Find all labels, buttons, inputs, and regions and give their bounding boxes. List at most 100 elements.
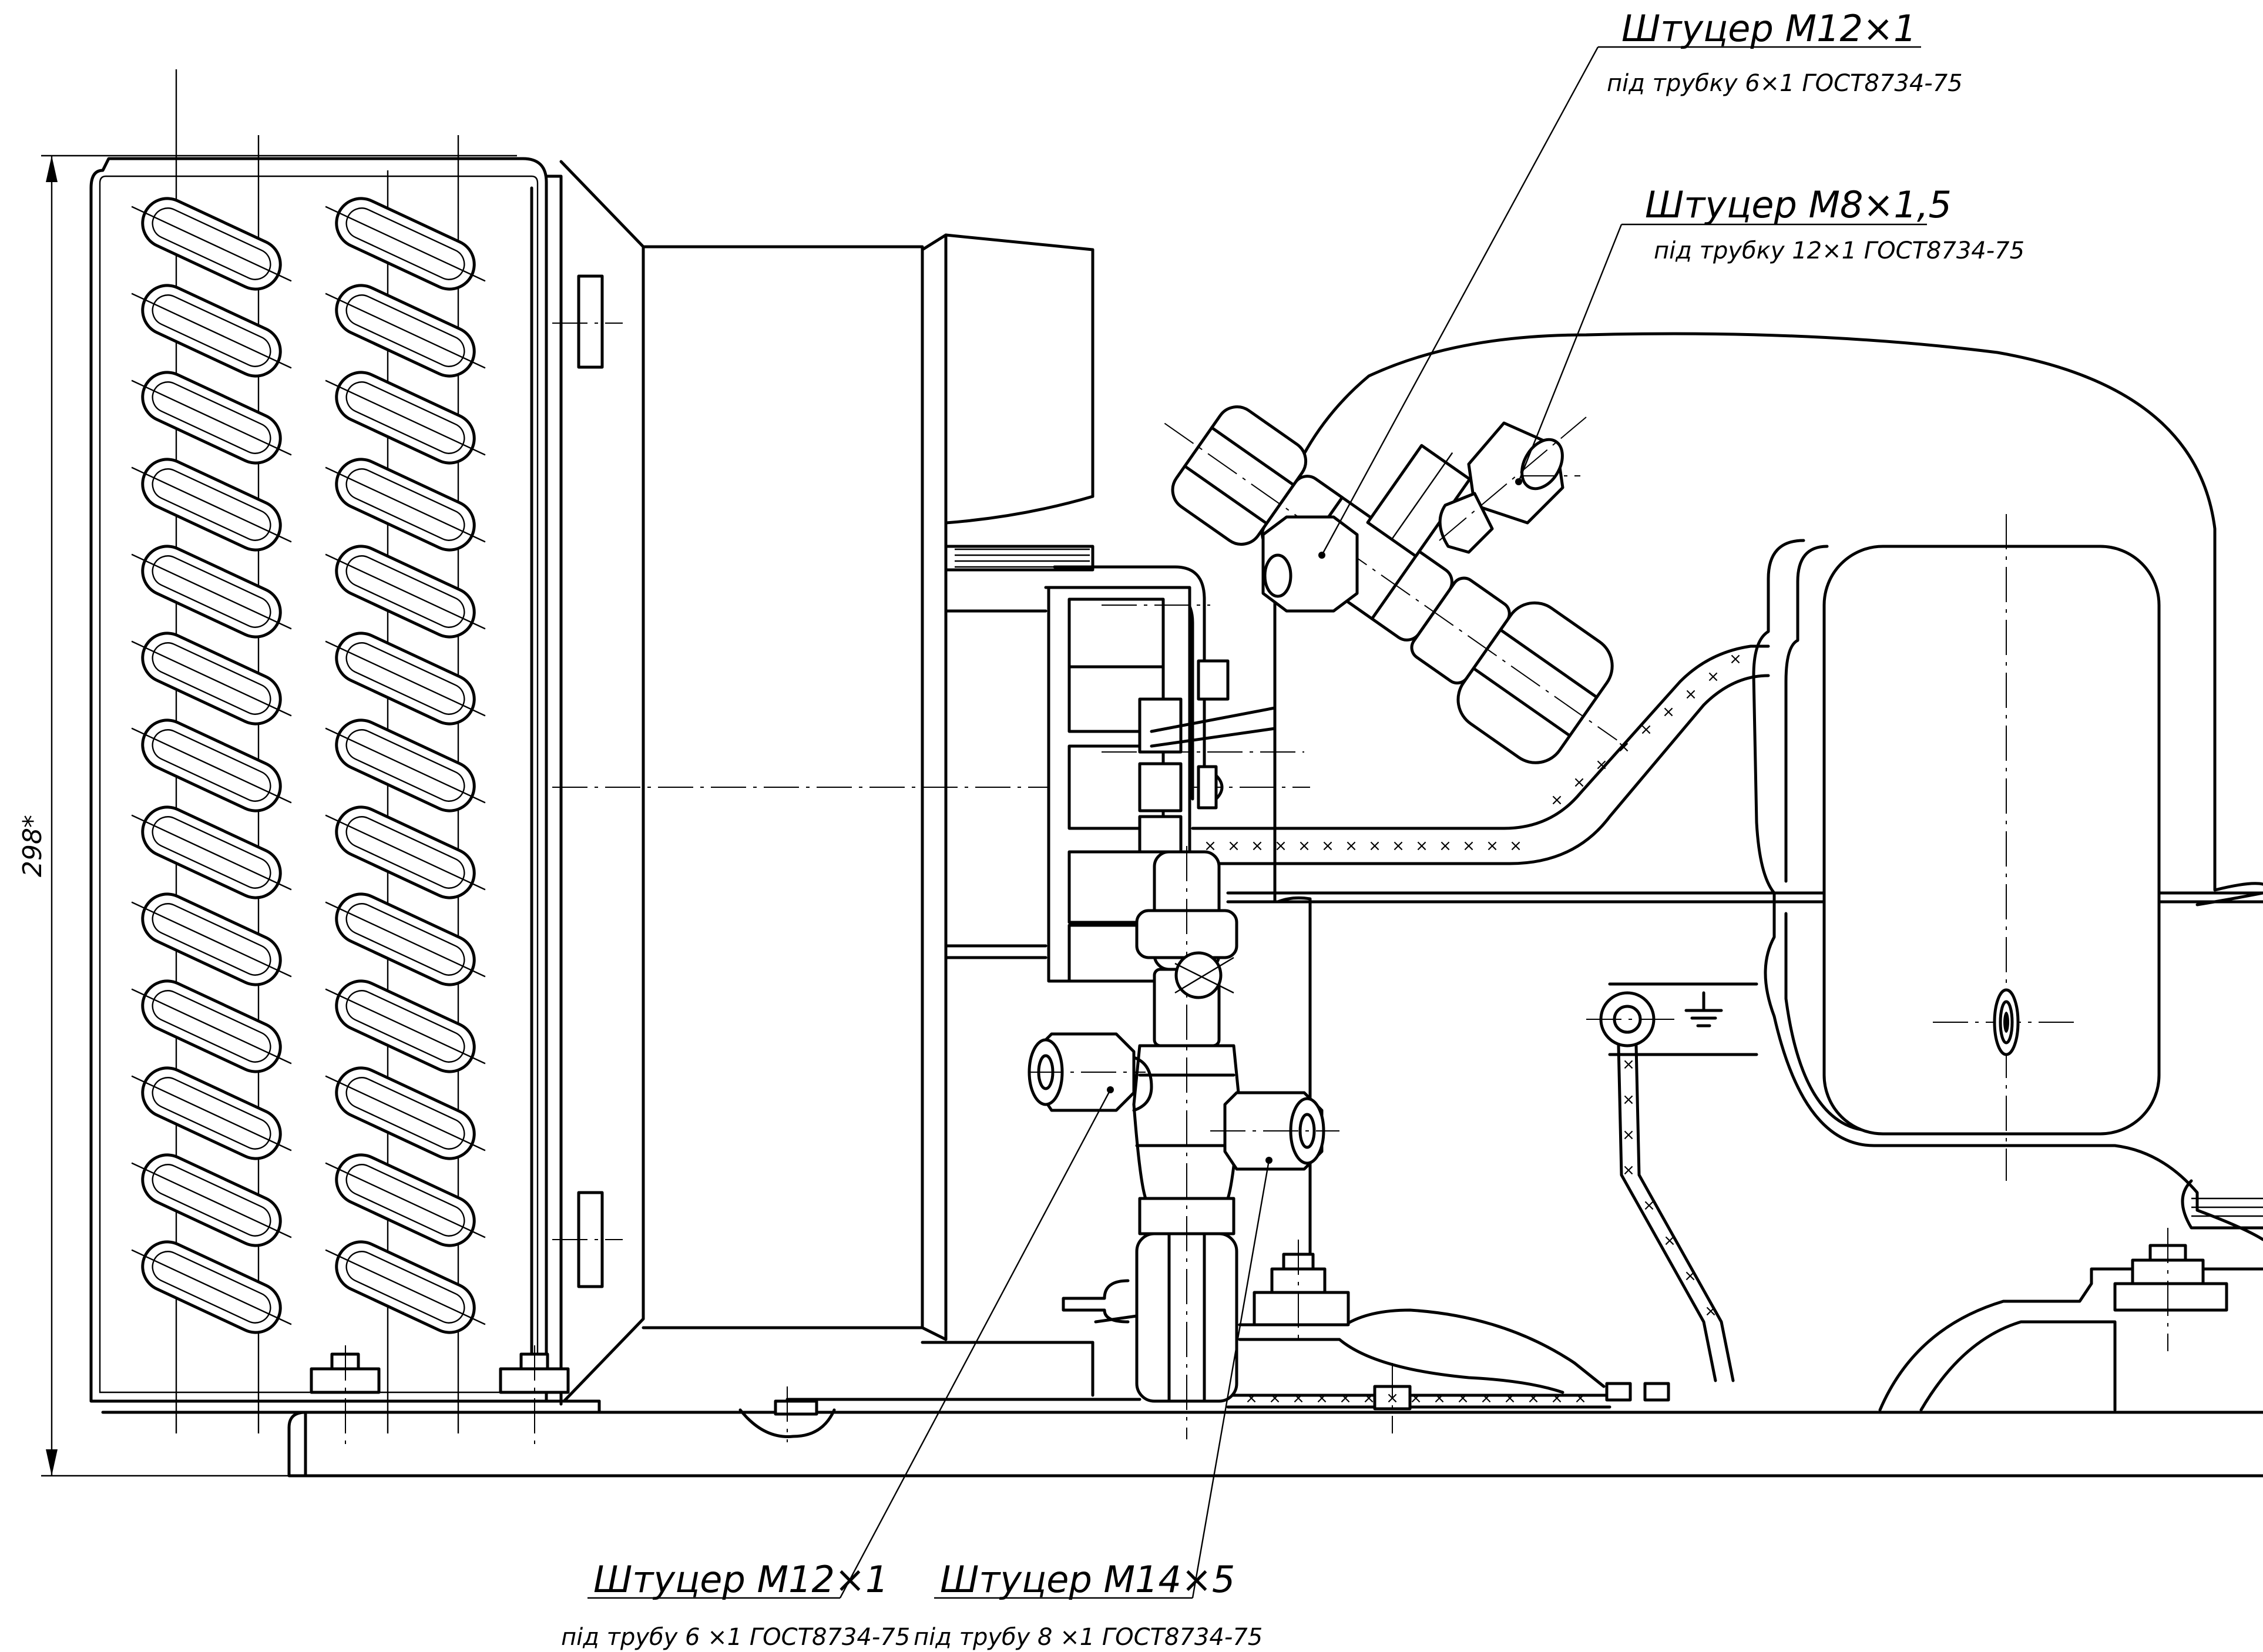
callout-bottom-1-subtitle: під трубу 6 ×1 ГОСТ8734-75 xyxy=(561,1624,910,1651)
louver-slot xyxy=(325,632,486,726)
pipe-mark: × xyxy=(1392,837,1405,855)
pipe-mark: × xyxy=(1550,791,1563,809)
pipe-mark: × xyxy=(1617,738,1630,756)
louver-slot xyxy=(325,545,486,639)
condenser-louvers xyxy=(131,197,486,1334)
pipe-mark: × xyxy=(1292,1389,1305,1407)
pipe-mark: × xyxy=(1362,1389,1375,1407)
pipe-mark: × xyxy=(1268,1389,1281,1407)
pipe-mark: × xyxy=(1622,1161,1635,1179)
pipe-mark: × xyxy=(1707,668,1720,686)
terminal-box xyxy=(1044,565,1304,983)
pipe-mark: × xyxy=(1339,1389,1352,1407)
pipe-mark: × xyxy=(1456,1389,1469,1407)
pipe-mark: × xyxy=(1345,837,1358,855)
callout-top-2-title: Штуцер М8×1,5 xyxy=(1645,183,1952,226)
pipe-mark: × xyxy=(1684,1267,1697,1285)
pipe-mark: × xyxy=(1486,837,1499,855)
callout-top-2: Штуцер М8×1,5 під трубку 12×1 ГОСТ8734-7… xyxy=(1515,183,2024,485)
pipe-mark: × xyxy=(1640,721,1653,738)
louver-slot xyxy=(131,1066,292,1160)
pipe-mark: × xyxy=(1462,837,1475,855)
height-dimension: 298* xyxy=(18,155,517,1477)
pipe-mark: × xyxy=(1204,837,1217,855)
louver-slot xyxy=(131,197,292,291)
louver-slot xyxy=(131,371,292,465)
louver-slot xyxy=(131,979,292,1073)
louver-slot xyxy=(325,1240,486,1334)
callout-bottom-1-title: Штуцер М12×1 xyxy=(593,1558,888,1601)
pipe-mark: × xyxy=(1622,1126,1635,1144)
callout-bottom-2-subtitle: під трубу 8 ×1 ГОСТ8734-75 xyxy=(914,1624,1263,1651)
fitting-hex-lower-right xyxy=(1210,1091,1339,1171)
pipe-mark: × xyxy=(1574,1389,1587,1407)
pipe-mark: × xyxy=(1573,774,1586,791)
fitting-hex-lower-left xyxy=(1028,1032,1153,1112)
pipe-marks: × × × × × × × × × × × × × × × × × × × × × × × × × × × × × × × × × × × × × × × ×… xyxy=(1204,650,1742,1407)
pipe-mark: × xyxy=(1550,1389,1563,1407)
pipe-mark: × xyxy=(1227,837,1240,855)
louver-slot xyxy=(131,284,292,378)
condenser-mount-nuts xyxy=(310,1345,570,1445)
fan-motor xyxy=(552,233,1310,1397)
pipe-mark: × xyxy=(1321,837,1334,855)
pipe-mark: × xyxy=(1595,756,1608,774)
pipe-mark: × xyxy=(1315,1389,1328,1407)
louver-slot xyxy=(131,1153,292,1247)
pipe-mark: × xyxy=(1415,837,1428,855)
service-valve-upper xyxy=(1164,405,1617,764)
height-dimension-label: 298* xyxy=(18,815,48,877)
condenser-bracket xyxy=(545,160,645,1406)
callout-top-1-subtitle: під трубку 6×1 ГОСТ8734-75 xyxy=(1607,70,1963,97)
pipe-mark: × xyxy=(1480,1389,1493,1407)
louver-slot xyxy=(131,1240,292,1334)
pipe-mark: × xyxy=(1663,1232,1676,1250)
pipe-mark: × xyxy=(1298,837,1311,855)
louver-slot xyxy=(325,892,486,986)
pipe-mark: × xyxy=(1274,837,1287,855)
louver-slot xyxy=(325,458,486,552)
pipe-mark: × xyxy=(1643,1197,1656,1214)
louver-slot xyxy=(131,805,292,899)
callout-bottom-2-title: Штуцер М14×5 xyxy=(940,1558,1235,1601)
louver-slot xyxy=(131,458,292,552)
pipe-mark: × xyxy=(1509,837,1522,855)
louver-slot xyxy=(325,718,486,812)
callout-bottom-2: Штуцер М14×5 під трубу 8 ×1 ГОСТ8734-75 xyxy=(914,1157,1272,1651)
compressor-foot-left xyxy=(738,1240,1606,1442)
pipe-mark: × xyxy=(1704,1302,1717,1320)
louver-slot xyxy=(131,632,292,726)
base-plate xyxy=(101,1394,2263,1478)
louver-slot xyxy=(131,545,292,639)
pipe-mark: × xyxy=(1433,1389,1446,1407)
compressor-foot-right xyxy=(1878,1179,2263,1412)
fitting-hex-upper-right xyxy=(1438,417,1587,554)
louver-slot xyxy=(325,805,486,899)
pipe-mark: × xyxy=(1439,837,1452,855)
fitting-hex-upper-small xyxy=(1261,515,1359,613)
louver-slot xyxy=(131,892,292,986)
pipe-mark: × xyxy=(1622,1091,1635,1109)
pipe-mark: × xyxy=(1662,703,1675,721)
ground-terminal xyxy=(1586,982,1758,1402)
louver-slot xyxy=(325,1066,486,1160)
louver-slot xyxy=(325,284,486,378)
pipe-mark: × xyxy=(1622,1056,1635,1073)
callout-bottom-1: Штуцер М12×1 під трубу 6 ×1 ГОСТ8734-75 xyxy=(561,1086,1114,1651)
callout-top-1-title: Штуцер М12×1 xyxy=(1621,7,1916,50)
louver-slot xyxy=(325,197,486,291)
service-valve-lower xyxy=(1062,846,1241,1439)
pipe-mark: × xyxy=(1251,837,1264,855)
compressor xyxy=(1226,332,2263,1318)
pipe-mark: × xyxy=(1729,650,1742,668)
louver-slot xyxy=(325,1153,486,1247)
callout-top-1: Штуцер М12×1 під трубку 6×1 ГОСТ8734-75 xyxy=(1318,7,1963,559)
discharge-pipe xyxy=(1191,644,1770,865)
pipe-mark: × xyxy=(1245,1389,1258,1407)
louver-slot xyxy=(325,979,486,1073)
pipe-mark: × xyxy=(1368,837,1381,855)
pipe-mark: × xyxy=(1684,686,1697,703)
pipe-mark: × xyxy=(1386,1389,1399,1407)
louver-slot xyxy=(325,371,486,465)
